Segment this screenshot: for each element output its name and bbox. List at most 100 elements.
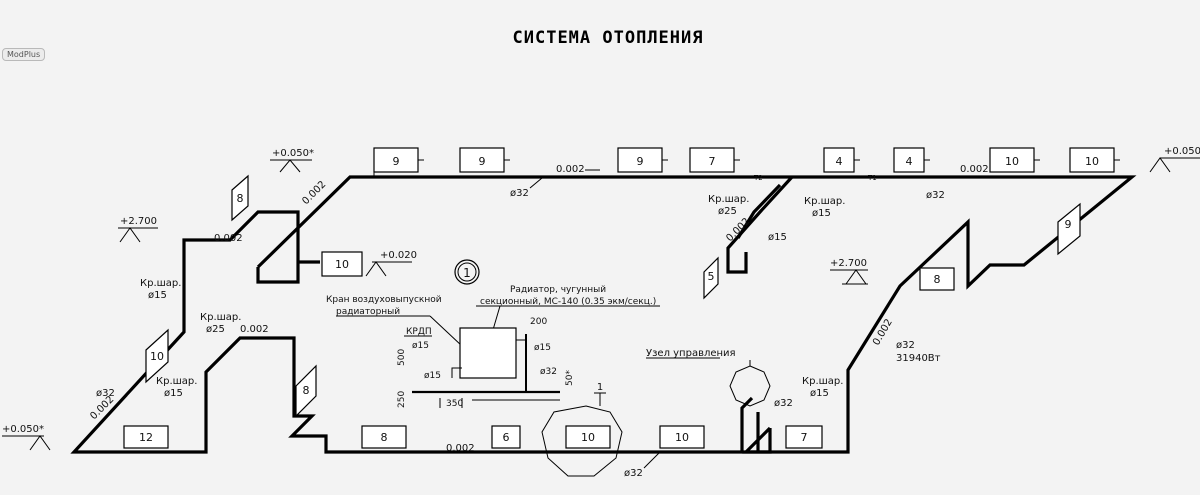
svg-text:+0.050*: +0.050* <box>272 148 314 159</box>
svg-text:Кр.шар.: Кр.шар. <box>708 194 749 205</box>
svg-text:ø15: ø15 <box>148 290 167 301</box>
svg-text:ø32: ø32 <box>540 367 557 377</box>
svg-text:Кр.шар.: Кр.шар. <box>804 196 845 207</box>
svg-text:+0.020: +0.020 <box>380 250 417 261</box>
slope-label: 0.002 <box>871 317 895 347</box>
radiator-label: 4 <box>906 155 913 168</box>
radiator-label: 8 <box>237 192 244 205</box>
power-label: 31940Вт <box>896 353 941 364</box>
radiator-label: 6 <box>503 431 510 444</box>
level-mark-top-left: +0.050* <box>270 148 314 173</box>
radiator-bottom-10a[interactable]: 10 <box>565 425 611 449</box>
control-node[interactable]: Узел управления <box>646 348 771 407</box>
air-vent-label: радиаторный <box>336 307 400 317</box>
svg-text:Кр.шар.: Кр.шар. <box>156 376 197 387</box>
radiator-label: 9 <box>637 155 644 168</box>
svg-text:Кр.шар.: Кр.шар. <box>200 312 241 323</box>
slope-label: 0.002 <box>446 443 475 454</box>
radiator-top-5[interactable]: 4 <box>823 147 860 173</box>
diameter-label: ø32 <box>926 190 945 201</box>
svg-text:ø15: ø15 <box>812 208 831 219</box>
diameter-label: ø32 <box>896 340 915 351</box>
svg-text:ø15: ø15 <box>412 341 429 351</box>
radiator-label: 10 <box>1085 155 1099 168</box>
svg-text:+0.050*: +0.050* <box>1164 146 1200 157</box>
radiator-top-3[interactable]: 9 <box>617 147 668 173</box>
radiator-bottom-10b[interactable]: 10 <box>659 425 705 449</box>
radiator-label: 9 <box>1065 218 1072 231</box>
radiator-right-9[interactable]: 9 <box>1057 202 1081 256</box>
radiator-bottom-12[interactable]: 12 <box>123 425 169 449</box>
svg-text:+2.700: +2.700 <box>830 258 867 269</box>
radiator-label: 8 <box>303 384 310 397</box>
svg-text:350: 350 <box>446 399 463 409</box>
svg-text:ø15: ø15 <box>810 388 829 399</box>
radiator-label: 10 <box>675 431 689 444</box>
svg-text:Кр.шар.: Кр.шар. <box>802 376 843 387</box>
svg-text:Кр.шар.: Кр.шар. <box>140 278 181 289</box>
svg-text:T1: T1 <box>867 174 877 182</box>
slope-label: 0.002 <box>240 324 269 335</box>
radiator-bottom-6[interactable]: 6 <box>491 425 521 449</box>
svg-text:ø15: ø15 <box>164 388 183 399</box>
level-mark-top-right: +0.050* <box>1149 146 1200 173</box>
radiator-right-8[interactable]: 8 <box>919 267 955 291</box>
radiator-bottom-7[interactable]: 7 <box>785 425 823 449</box>
radiator-riser-5[interactable]: 5 <box>703 256 719 300</box>
svg-text:200: 200 <box>530 317 547 327</box>
radiator-detail: Кран воздуховыпускной радиаторный Радиат… <box>326 285 660 409</box>
node-number-marker: 1 <box>454 259 480 285</box>
radiator-label: 12 <box>139 431 153 444</box>
diameter-label: ø32 <box>624 468 643 479</box>
svg-text:50*: 50* <box>565 370 575 386</box>
control-node-label: Узел управления <box>646 348 736 359</box>
svg-text:+2.700: +2.700 <box>120 216 157 227</box>
drawing-title: СИСТЕМА ОТОПЛЕНИЯ <box>513 28 704 48</box>
svg-text:1: 1 <box>463 266 471 280</box>
radiator-bottom-8[interactable]: 8 <box>361 425 407 449</box>
svg-text:500: 500 <box>397 349 407 366</box>
radiator-top-1[interactable]: 9 <box>373 147 424 177</box>
radiator-spec-label: секционный, МС-140 (0.35 экм/секц.) <box>480 297 656 307</box>
radiator-label: 10 <box>335 258 349 271</box>
level-marks: +0.050* +0.050* +2.700 +0.020 +2.700 +0.… <box>2 146 1200 451</box>
svg-text:T2: T2 <box>753 174 763 182</box>
radiator-label: 10 <box>581 431 595 444</box>
pipe-network <box>70 175 1137 454</box>
radiator-label: 7 <box>801 431 808 444</box>
radiator-top-2[interactable]: 9 <box>459 147 510 173</box>
radiator-label: 10 <box>1005 155 1019 168</box>
svg-text:ø25: ø25 <box>206 324 225 335</box>
radiator-label: 10 <box>150 350 164 363</box>
radiator-top-6[interactable]: 4 <box>893 147 930 173</box>
level-mark-2700-right: +2.700 <box>830 258 868 285</box>
svg-text:КРДП: КРДП <box>406 327 432 337</box>
radiator-left-vertical[interactable]: 8 <box>231 174 249 222</box>
modplus-badge[interactable]: ModPlus <box>2 48 46 61</box>
svg-text:+0.050*: +0.050* <box>2 424 44 435</box>
radiator-mid-10[interactable]: 10 <box>321 251 363 277</box>
radiators: 9 9 9 7 4 4 10 <box>123 147 1120 449</box>
radiator-top-4[interactable]: 7 <box>689 147 740 173</box>
svg-text:ø15: ø15 <box>768 232 787 243</box>
radiator-label: 9 <box>479 155 486 168</box>
slope-label: 0.002 <box>960 164 989 175</box>
air-vent-label: Кран воздуховыпускной <box>326 295 442 305</box>
level-mark-bottom-left: +0.050* <box>2 424 51 451</box>
radiator-label: 4 <box>836 155 843 168</box>
radiator-left-10[interactable]: 10 <box>145 328 169 384</box>
diameter-label: ø32 <box>510 188 529 199</box>
svg-text:ø15: ø15 <box>424 371 441 381</box>
radiator-mid-8[interactable]: 8 <box>295 364 317 418</box>
radiator-label: 9 <box>393 155 400 168</box>
slope-label: 0.002 <box>556 164 585 175</box>
radiator-top-7[interactable]: 10 <box>989 147 1040 173</box>
detail-callout-circle[interactable]: 1 <box>541 382 623 477</box>
radiator-top-8[interactable]: 10 <box>1069 147 1120 173</box>
svg-text:ø25: ø25 <box>718 206 737 217</box>
level-mark-2700-left: +2.700 <box>118 216 158 243</box>
radiator-label: 8 <box>934 273 941 286</box>
callout-number: 1 <box>597 382 603 393</box>
slope-label: 0.002 <box>724 216 752 244</box>
